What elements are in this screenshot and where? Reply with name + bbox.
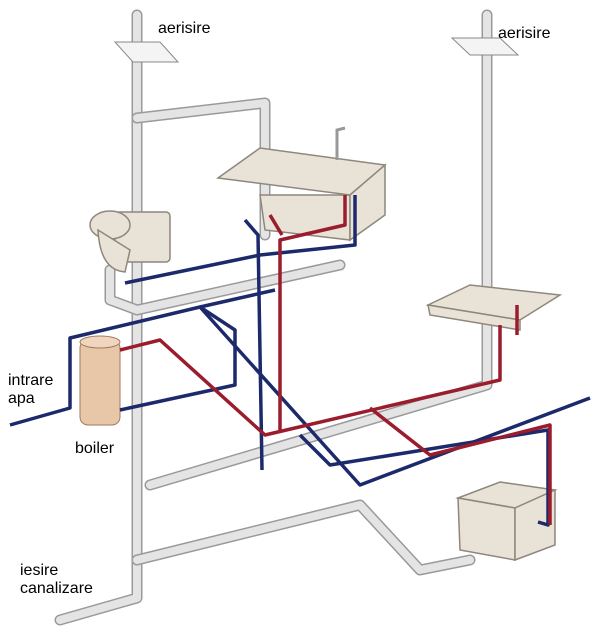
washing-machine — [455, 481, 558, 562]
washbasin — [425, 284, 563, 331]
boiler-label: boiler — [75, 440, 115, 457]
cold-water-pipes — [9, 195, 591, 527]
vent-right-label: aerisire — [498, 25, 551, 42]
boiler-tank — [79, 335, 121, 426]
water-inlet-label: intrare apa — [8, 372, 54, 407]
vent-left-label: aerisire — [158, 20, 211, 37]
toilet — [89, 210, 171, 273]
hot-water-pipes — [119, 195, 552, 525]
sewer-outlet-label: iesire canalizare — [20, 562, 93, 597]
bathtub — [216, 126, 387, 242]
vent-cap-left — [113, 41, 180, 63]
vent-cap-right — [450, 37, 520, 56]
drain-pipes — [54, 9, 493, 626]
